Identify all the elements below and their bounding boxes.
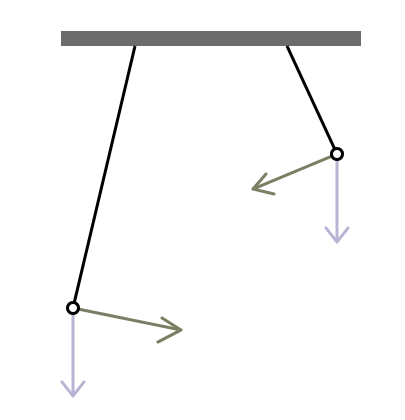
left-force-vector [71,306,183,332]
right-force-vector-arrowhead [251,172,276,196]
left-pendulum-bob [66,301,80,315]
right-gravity-vector-arrowhead [324,226,350,244]
left-force-vector-arrowhead [156,316,183,344]
right-pendulum [251,45,350,244]
right-pendulum-string [285,45,339,155]
right-pendulum-bob [330,147,344,161]
left-gravity-vector-arrowhead [60,380,86,398]
ceiling-bar [61,31,361,46]
left-pendulum-string [71,45,137,309]
right-force-vector [251,152,339,191]
left-pendulum [60,45,183,398]
